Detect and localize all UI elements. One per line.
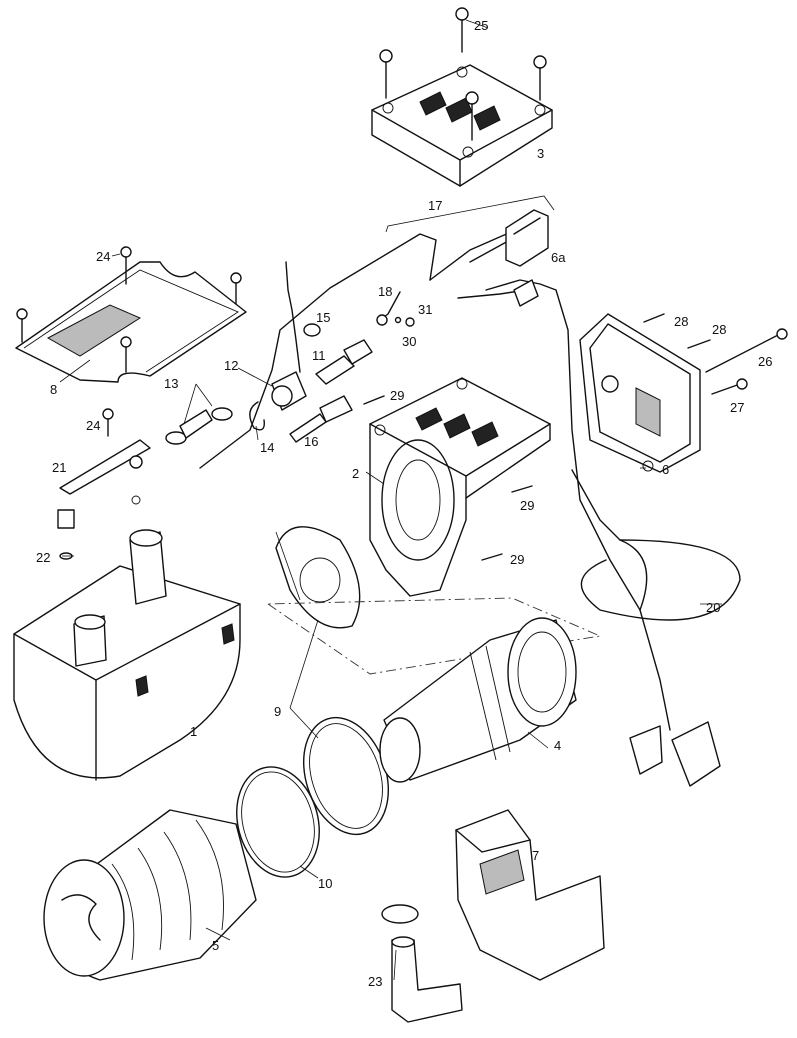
callout-21: 21 xyxy=(52,460,66,475)
part-5-bellows xyxy=(43,809,257,981)
part-11-sensor xyxy=(315,339,373,385)
part-25-screws xyxy=(379,7,547,141)
callout-6: 6 xyxy=(662,462,669,477)
part-14-clip xyxy=(249,401,265,431)
part-6-control-unit xyxy=(579,313,701,473)
callout-20: 20 xyxy=(706,600,720,615)
part-21-bracket xyxy=(59,408,151,505)
callout-7: 7 xyxy=(532,848,539,863)
dash-outline xyxy=(266,597,602,675)
part-9-gasket xyxy=(275,526,390,836)
leader-lines xyxy=(59,19,722,981)
callout-18: 18 xyxy=(378,284,392,299)
part-26-27-28-screws xyxy=(643,313,788,395)
callout-31: 31 xyxy=(418,302,432,317)
part-24-screws-top xyxy=(16,246,242,373)
part-29-screws xyxy=(363,395,533,561)
callout-30: 30 xyxy=(402,334,416,349)
part-23-elbow xyxy=(381,904,463,1023)
callout-22: 22 xyxy=(36,550,50,565)
callout-24-bottom: 24 xyxy=(86,418,100,433)
callout-1: 1 xyxy=(190,724,197,739)
part-22-bolt xyxy=(57,509,75,560)
part-1-heat-exchanger xyxy=(13,529,241,781)
callout-17: 17 xyxy=(428,198,442,213)
callout-28-b: 28 xyxy=(712,322,726,337)
callout-8: 8 xyxy=(50,382,57,397)
part-3-cover xyxy=(371,64,553,187)
part-13-filter xyxy=(165,407,233,445)
callout-29-c: 29 xyxy=(510,552,524,567)
callout-2: 2 xyxy=(352,466,359,481)
callout-25: 25 xyxy=(474,18,488,33)
part-2-burner-housing xyxy=(369,377,551,597)
callout-15: 15 xyxy=(316,310,330,325)
callout-29-a: 29 xyxy=(390,388,404,403)
part-7-shield xyxy=(455,809,605,981)
callout-27: 27 xyxy=(730,400,744,415)
callout-29-b: 29 xyxy=(520,498,534,513)
callout-9: 9 xyxy=(274,704,281,719)
callout-16: 16 xyxy=(304,434,318,449)
callout-10: 10 xyxy=(318,876,332,891)
part-15-grommet xyxy=(303,323,321,337)
callout-6a: 6a xyxy=(551,250,566,265)
part-16-sensor xyxy=(289,395,353,443)
callout-23: 23 xyxy=(368,974,382,989)
callout-5: 5 xyxy=(212,938,219,953)
callout-11: 11 xyxy=(312,348,326,363)
callout-26: 26 xyxy=(758,354,772,369)
callout-3: 3 xyxy=(537,146,544,161)
part-30-31-washers xyxy=(394,316,415,327)
callout-12: 12 xyxy=(224,358,238,373)
callout-4: 4 xyxy=(554,738,561,753)
part-10-o-ring xyxy=(236,766,320,878)
callout-14: 14 xyxy=(260,440,274,455)
callout-13: 13 xyxy=(164,376,178,391)
callout-labels: 25 3 17 6a 24 18 31 15 30 28 28 11 26 12… xyxy=(36,18,772,989)
part-17-harness xyxy=(199,209,741,787)
part-8-gasket xyxy=(15,261,247,383)
part-17-bracket xyxy=(385,195,555,233)
callout-28-a: 28 xyxy=(674,314,688,329)
part-18-terminal xyxy=(376,291,401,326)
part-12-fitting xyxy=(271,371,307,411)
callout-24-top: 24 xyxy=(96,249,110,264)
part-4-burner-tube xyxy=(379,617,577,783)
